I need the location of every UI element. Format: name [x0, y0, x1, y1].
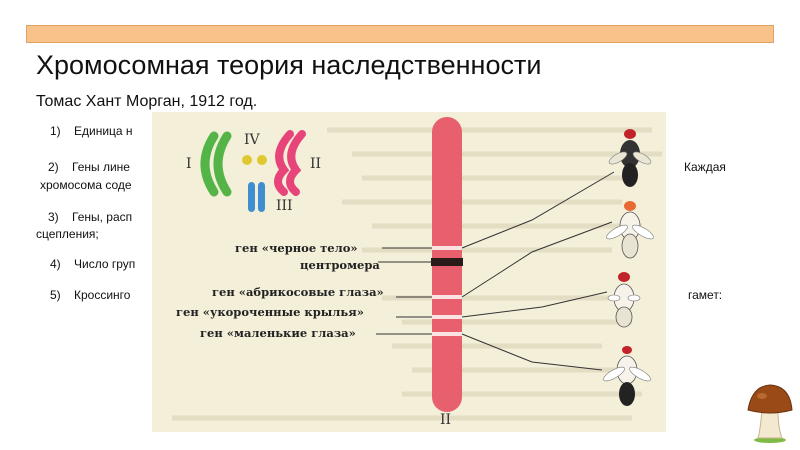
chromosome-label: II: [440, 412, 451, 428]
chromosome-figure: I IV II III II ген «черное тело» центром…: [152, 112, 666, 432]
point-text: Единица н: [74, 124, 133, 138]
group-label-IV: IV: [244, 132, 260, 148]
fly-apricot-eyes: [605, 201, 656, 258]
point-number: 1): [50, 124, 61, 138]
group-label-I: I: [186, 156, 192, 172]
point-number: 5): [50, 288, 61, 302]
gene-label-small-eyes: ген «маленькие глаза»: [200, 326, 356, 340]
point-3: 3) Гены, расп: [48, 210, 132, 224]
gene-label-black-body: ген «черное тело»: [235, 241, 358, 255]
point-text: Кроссинго: [74, 288, 130, 302]
mushroom-icon: [746, 382, 794, 444]
point-2-tail: Каждая: [684, 160, 726, 174]
chromosome-group-IV: [242, 155, 267, 165]
point-number: 4): [50, 257, 61, 271]
fly-small-eyes: [602, 346, 653, 406]
chromosome-group-I: [205, 136, 227, 192]
point-text: Число груп: [74, 257, 135, 271]
gene-label-centromere: центромера: [300, 258, 380, 272]
point-3-line2: сцепления;: [36, 227, 99, 241]
slide-subtitle: Томас Хант Морган, 1912 год.: [36, 93, 257, 111]
chromosome-II-map: [431, 117, 463, 412]
top-accent-bar: [26, 25, 774, 43]
chromosome-group-III: [248, 182, 265, 212]
slide-title: Хромосомная теория наследственности: [36, 50, 541, 81]
point-text: Гены, расп: [72, 210, 132, 224]
gene-label-short-wings: ген «укороченные крылья»: [176, 305, 364, 319]
point-1: 1) Единица н: [50, 124, 133, 138]
point-number: 2): [48, 160, 59, 174]
point-2-line2: хромосома соде: [40, 178, 132, 192]
point-text: Гены лине: [72, 160, 130, 174]
figure-drawing: [152, 112, 666, 432]
group-label-III: III: [276, 198, 293, 214]
group-label-II: II: [310, 156, 321, 172]
point-4: 4) Число груп: [50, 257, 135, 271]
point-5: 5) Кроссинго: [50, 288, 130, 302]
fly-short-wings: [608, 272, 640, 327]
point-number: 3): [48, 210, 59, 224]
gene-label-apricot-eyes: ген «абрикосовые глаза»: [212, 285, 384, 299]
point-2: 2) Гены лине: [48, 160, 130, 174]
point-5-tail: гамет:: [688, 288, 722, 302]
chromosome-group-II: [278, 134, 302, 192]
